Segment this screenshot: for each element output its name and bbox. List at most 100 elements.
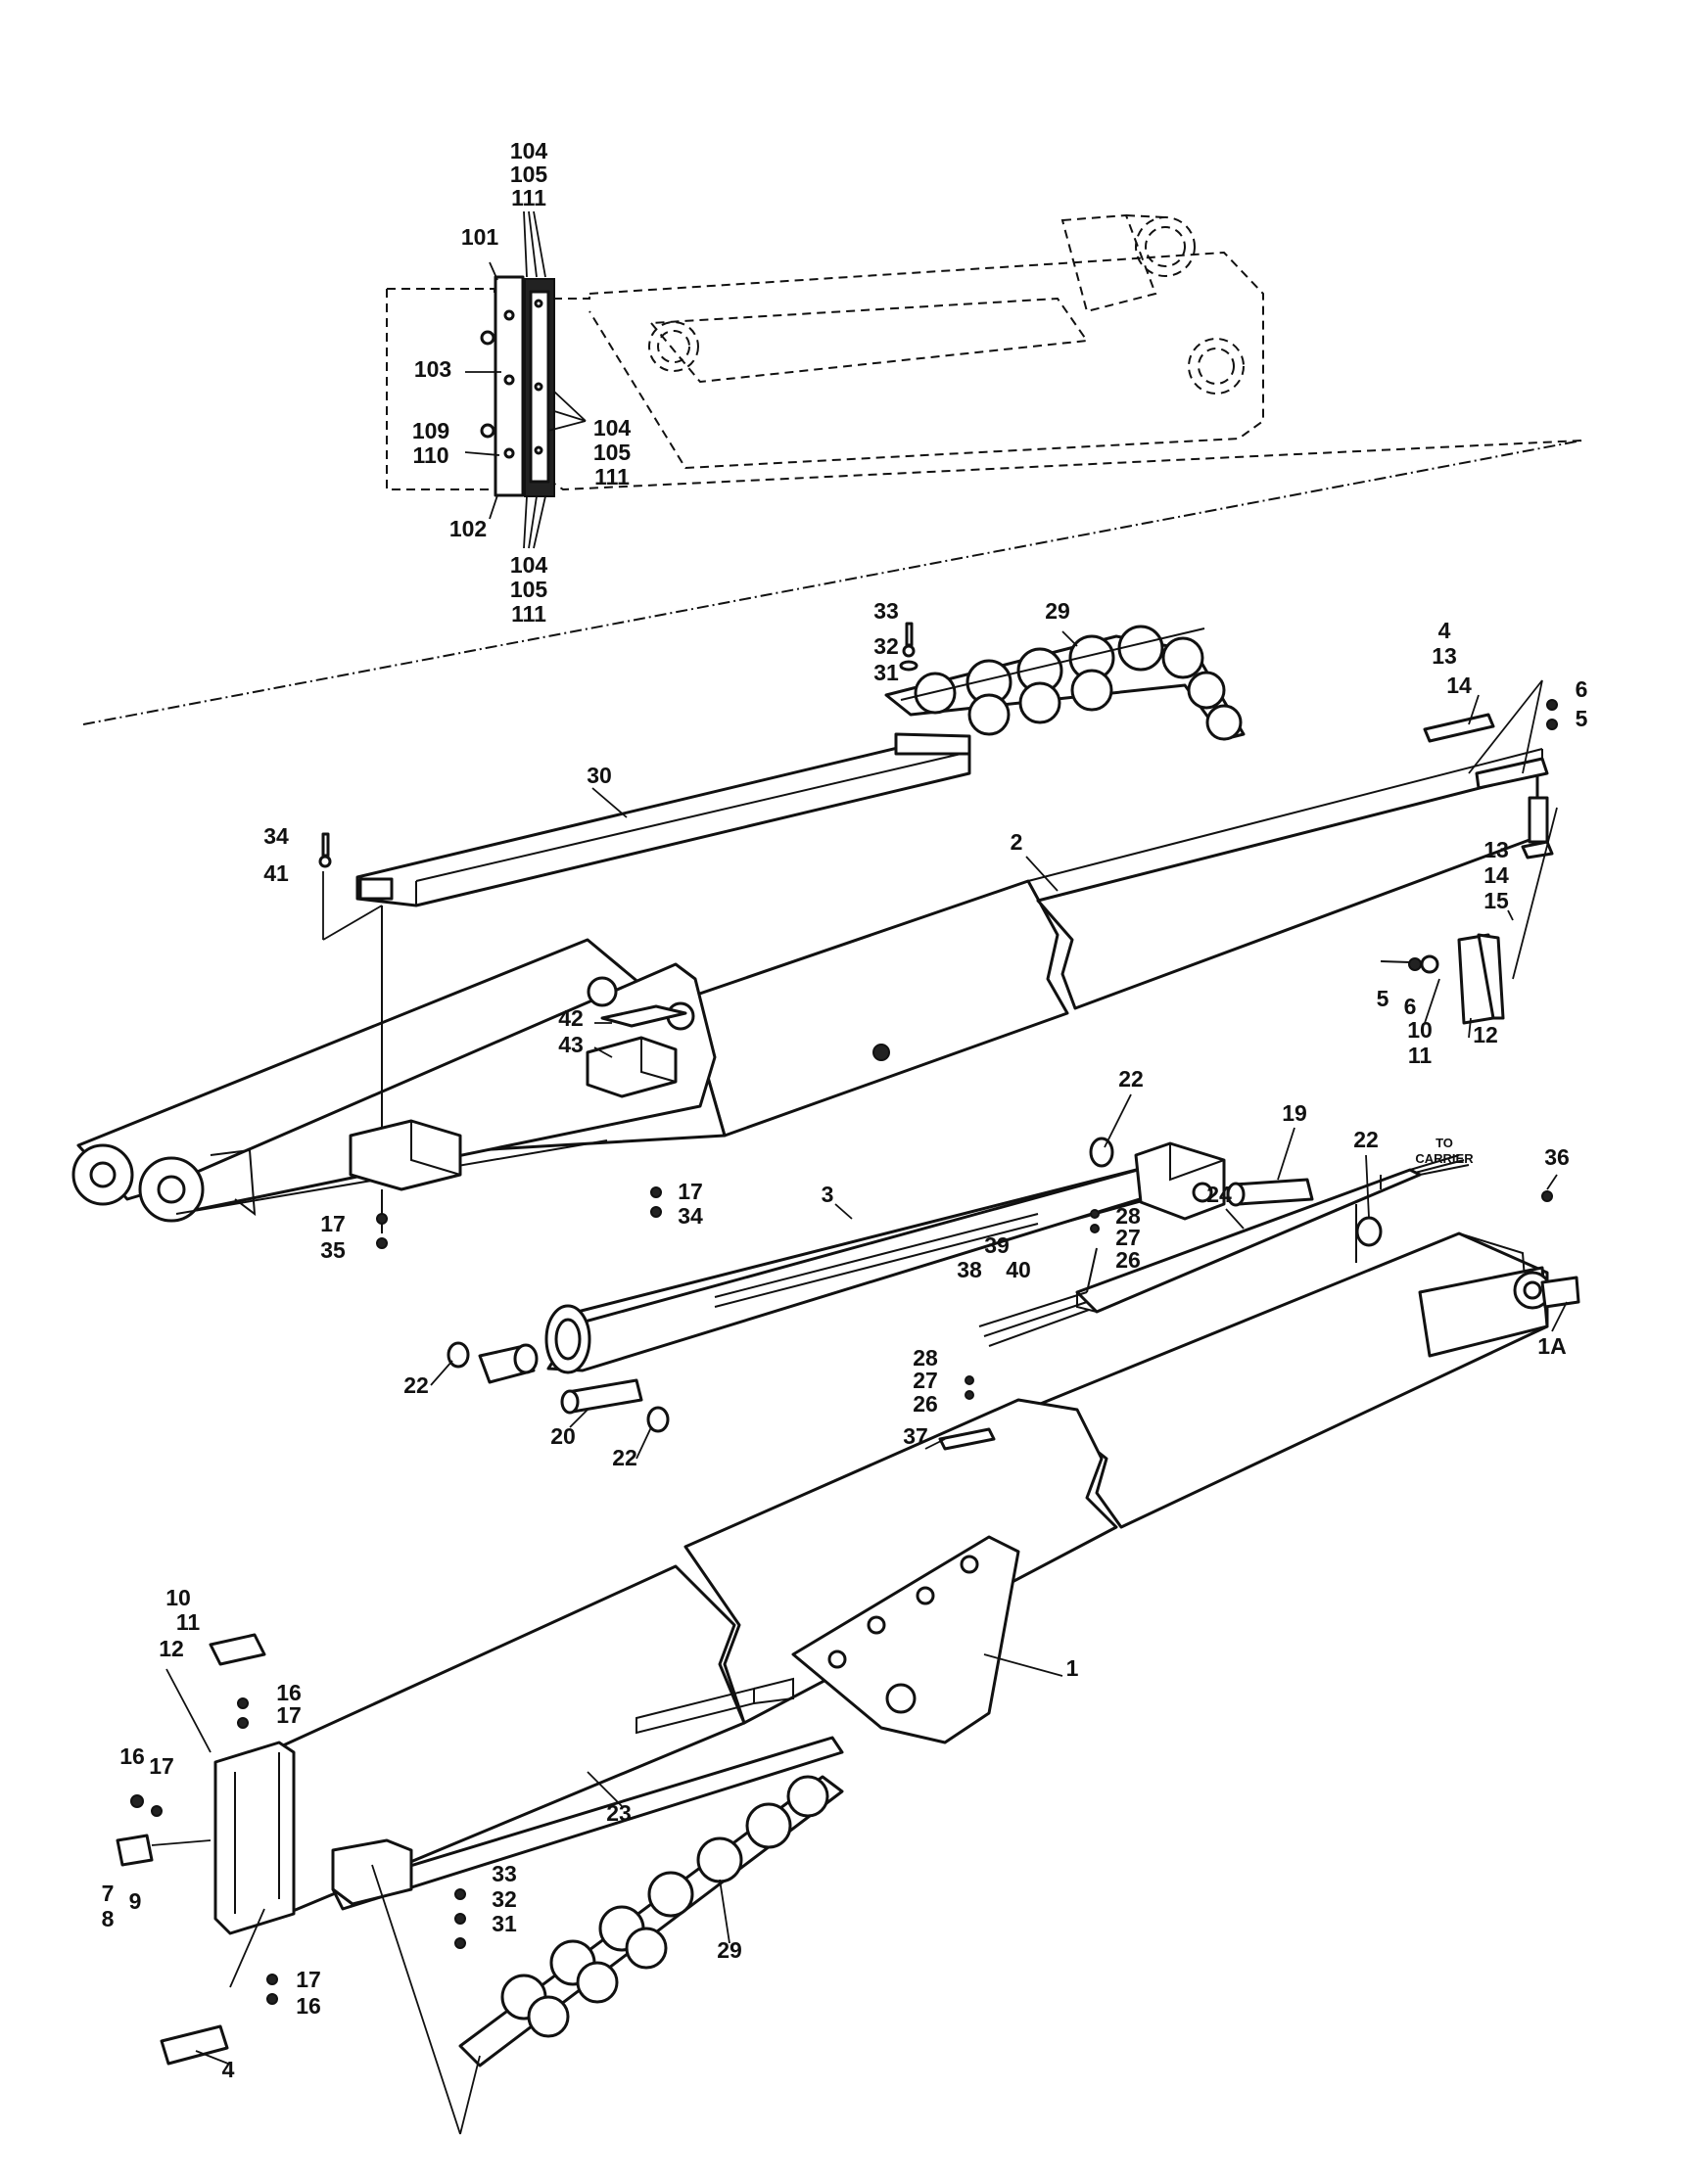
label-24: 24 xyxy=(1206,1182,1232,1207)
label-14: 14 xyxy=(1446,673,1472,698)
label-111: 111 xyxy=(511,185,546,210)
label-23: 23 xyxy=(606,1800,632,1826)
label-26: 26 xyxy=(1115,1247,1141,1273)
label-33: 33 xyxy=(492,1861,517,1886)
label-15: 15 xyxy=(1483,888,1509,913)
boom-base-head xyxy=(71,938,890,1223)
label-36: 36 xyxy=(1544,1144,1570,1170)
label-2: 2 xyxy=(1011,829,1023,855)
label-105: 105 xyxy=(510,577,548,602)
boom-section-1 xyxy=(223,1231,1580,1921)
label-17: 17 xyxy=(296,1967,321,1992)
label-38: 38 xyxy=(957,1257,982,1282)
label-12: 12 xyxy=(1473,1022,1498,1047)
callout-labels: 104 105 111 101 103 104 105 111 109 110 … xyxy=(102,138,1588,2082)
label-17: 17 xyxy=(320,1211,346,1236)
part-29-lower-drag-chain xyxy=(371,1775,844,2135)
label-34: 34 xyxy=(263,823,289,849)
label-32: 32 xyxy=(873,633,899,659)
label-105: 105 xyxy=(510,162,548,187)
label-34: 34 xyxy=(678,1203,703,1229)
label-5: 5 xyxy=(1377,986,1389,1011)
part-3-telescope-cylinder xyxy=(544,1141,1226,1374)
part-24-wire-guide xyxy=(978,1154,1470,1347)
label-104: 104 xyxy=(510,138,548,163)
label-35: 35 xyxy=(320,1237,346,1263)
label-10: 10 xyxy=(1407,1017,1433,1043)
label-20: 20 xyxy=(550,1423,576,1449)
label-31: 31 xyxy=(492,1911,517,1936)
label-110: 110 xyxy=(412,442,448,468)
label-22: 22 xyxy=(1118,1066,1144,1092)
label-29: 29 xyxy=(1045,598,1070,624)
label-16: 16 xyxy=(276,1680,302,1705)
part-30-chain-guide xyxy=(355,732,971,1175)
label-43: 43 xyxy=(558,1032,584,1057)
label-33: 33 xyxy=(873,598,899,624)
label-9: 9 xyxy=(129,1888,142,1914)
boom-section-2 xyxy=(683,748,1543,1138)
label-17: 17 xyxy=(678,1179,703,1204)
label-104: 104 xyxy=(510,552,548,578)
label-4: 4 xyxy=(222,2057,235,2082)
label-30: 30 xyxy=(587,763,612,788)
fasteners xyxy=(130,622,1558,2005)
label-111: 111 xyxy=(511,601,546,627)
wear-pads-top-right xyxy=(1423,679,1558,980)
label-111: 111 xyxy=(594,464,630,489)
bracket-lower-left xyxy=(349,1119,462,1233)
label-28: 28 xyxy=(1115,1203,1141,1229)
side-pad-bracket-right xyxy=(1380,933,1505,1025)
label-8: 8 xyxy=(102,1906,115,1931)
leader-lines xyxy=(195,630,1568,2065)
label-16: 16 xyxy=(296,1993,321,2019)
label-7: 7 xyxy=(102,1881,115,1906)
label-104: 104 xyxy=(593,415,632,441)
label-22: 22 xyxy=(612,1445,637,1470)
separator-line xyxy=(82,440,1582,725)
label-to-carrier-2: CARRIER xyxy=(1415,1151,1474,1166)
inset-phantom-boom-head xyxy=(386,213,1582,491)
pins-and-washers xyxy=(447,1137,1383,1433)
pads-42-43 xyxy=(586,1004,687,1098)
label-39: 39 xyxy=(984,1232,1010,1258)
label-27: 27 xyxy=(1115,1225,1141,1250)
label-10: 10 xyxy=(165,1585,191,1610)
label-1A: 1A xyxy=(1537,1333,1566,1359)
wear-pad-assembly-101-103 xyxy=(464,210,587,549)
label-28: 28 xyxy=(913,1345,938,1371)
label-1: 1 xyxy=(1066,1655,1079,1681)
label-11: 11 xyxy=(176,1609,201,1635)
label-6: 6 xyxy=(1576,676,1588,702)
label-6: 6 xyxy=(1404,994,1417,1019)
label-19: 19 xyxy=(1282,1100,1307,1126)
label-40: 40 xyxy=(1006,1257,1031,1282)
label-102: 102 xyxy=(449,516,487,541)
label-14: 14 xyxy=(1483,862,1509,888)
label-42: 42 xyxy=(558,1005,584,1031)
label-101: 101 xyxy=(461,224,499,250)
label-31: 31 xyxy=(873,660,899,685)
label-26: 26 xyxy=(913,1391,938,1417)
label-22: 22 xyxy=(403,1372,429,1398)
label-109: 109 xyxy=(412,418,449,443)
label-13: 13 xyxy=(1432,643,1457,669)
label-11: 11 xyxy=(1408,1043,1433,1068)
part-23-lower-guide xyxy=(331,1736,844,1911)
label-32: 32 xyxy=(492,1886,517,1912)
label-4: 4 xyxy=(1438,618,1451,643)
label-105: 105 xyxy=(593,440,632,465)
label-16: 16 xyxy=(119,1743,145,1769)
label-22: 22 xyxy=(1353,1127,1379,1152)
label-to-carrier-1: TO xyxy=(1436,1136,1453,1150)
label-37: 37 xyxy=(903,1423,928,1449)
label-17: 17 xyxy=(149,1753,174,1779)
label-13: 13 xyxy=(1483,837,1509,862)
label-27: 27 xyxy=(913,1368,938,1393)
base-end-lower-left xyxy=(116,1633,296,2066)
label-103: 103 xyxy=(414,356,451,382)
label-17: 17 xyxy=(276,1702,302,1728)
label-5: 5 xyxy=(1576,706,1588,731)
label-3: 3 xyxy=(822,1182,834,1207)
